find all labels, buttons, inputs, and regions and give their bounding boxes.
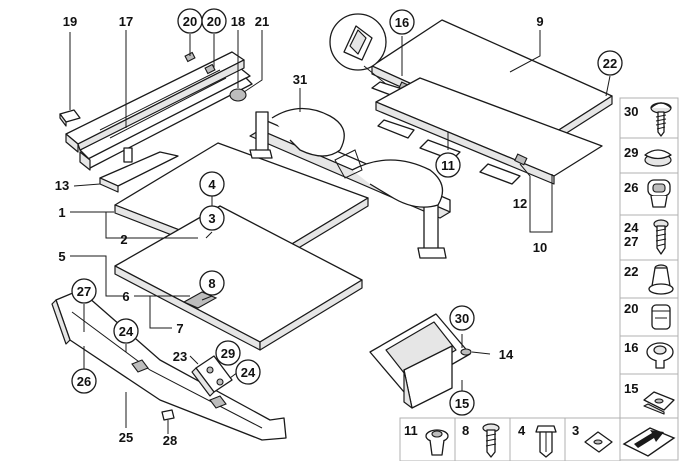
sidebar-label: 29 xyxy=(624,145,638,160)
callout-circles: 20 20 16 22 11 4 3 8 27 24 29 24 26 30 1… xyxy=(71,8,623,416)
callout-number: 27 xyxy=(77,284,91,299)
arrow-symbol-icon xyxy=(622,427,676,457)
cap-icon xyxy=(644,149,672,167)
callout-circle xyxy=(199,171,225,197)
clip-nut-icon xyxy=(643,391,675,415)
part-label: 18 xyxy=(231,14,245,29)
sidebar-label: 16 xyxy=(624,340,638,355)
part-label: 19 xyxy=(63,14,77,29)
sidebar-grid: 30 29 26 24 27 22 20 16 15 xyxy=(619,97,679,461)
part-label: 31 xyxy=(293,72,307,87)
strap-holder-31 xyxy=(249,107,451,259)
callout-number: 4 xyxy=(208,177,216,192)
leader-lines xyxy=(69,30,611,434)
part-label: 6 xyxy=(122,289,129,304)
grommet-icon xyxy=(648,264,674,295)
clip-nut-icon xyxy=(584,431,613,453)
screw-icon xyxy=(653,219,669,255)
callout-number: 8 xyxy=(208,276,215,291)
callout-number: 24 xyxy=(119,324,134,339)
detail-inset xyxy=(329,13,387,85)
part-label: 21 xyxy=(255,14,269,29)
bottom-label: 8 xyxy=(462,423,469,438)
bracket-23 xyxy=(191,355,233,397)
part-label: 25 xyxy=(119,430,133,445)
bottom-grid: 11 8 4 3 xyxy=(399,417,621,461)
part-label: 23 xyxy=(173,349,187,364)
part-label: 5 xyxy=(58,249,65,264)
sidebar-label: 27 xyxy=(624,234,638,249)
callout-number: 20 xyxy=(183,14,197,29)
bottom-label: 11 xyxy=(404,423,418,438)
storage-bin-14 xyxy=(369,313,472,409)
callout-number: 20 xyxy=(207,14,221,29)
grommet-icon xyxy=(425,429,449,456)
spreading-rivet-icon xyxy=(535,425,557,458)
callout-circle xyxy=(215,340,241,366)
callout-circle xyxy=(113,318,139,344)
sidebar-label: 22 xyxy=(624,264,638,279)
callout-number: 24 xyxy=(241,365,256,380)
callout-circle xyxy=(389,9,415,35)
callout-number: 29 xyxy=(221,346,235,361)
callout-number: 26 xyxy=(77,374,91,389)
plain-labels: 19 17 18 21 9 31 13 1 2 5 6 7 12 10 14 2… xyxy=(55,14,547,448)
plug-icon xyxy=(647,179,671,208)
part-label: 9 xyxy=(536,14,543,29)
part-label: 28 xyxy=(163,433,177,448)
screw-icon xyxy=(482,423,500,458)
cap-21 xyxy=(229,88,247,102)
bottom-label: 3 xyxy=(572,423,579,438)
callout-circle xyxy=(235,359,261,385)
callout-circle xyxy=(597,50,623,76)
floor-panel-lower xyxy=(114,205,363,351)
callout-circle xyxy=(449,390,475,416)
sidebar-cell xyxy=(619,214,679,261)
callout-circle xyxy=(71,368,97,394)
sill-cover-25 xyxy=(51,289,287,441)
clip-19 xyxy=(59,109,81,127)
push-nut-icon xyxy=(646,342,674,369)
callout-number: 30 xyxy=(455,311,469,326)
sidebar-label: 20 xyxy=(624,301,638,316)
callout-number: 3 xyxy=(208,211,215,226)
callout-number: 15 xyxy=(455,396,469,411)
callout-circle xyxy=(199,270,225,296)
part-label: 12 xyxy=(513,196,527,211)
callout-circle xyxy=(201,8,227,34)
mat-strip-13 xyxy=(99,151,179,193)
clip-28 xyxy=(161,409,175,421)
bottom-cell xyxy=(509,417,566,461)
part-label: 1 xyxy=(58,205,65,220)
clip-icon xyxy=(651,304,671,330)
part-label: 7 xyxy=(176,321,183,336)
sidebar-cell xyxy=(619,373,679,419)
part-label: 14 xyxy=(499,347,514,362)
bottom-label: 4 xyxy=(518,423,526,438)
shelf-10 xyxy=(375,77,603,185)
part-label: 2 xyxy=(120,232,127,247)
sidebar-label: 15 xyxy=(624,381,638,396)
sidebar-label: 24 xyxy=(624,220,639,235)
callout-circle xyxy=(71,278,97,304)
callout-number: 22 xyxy=(603,56,617,71)
sill-rail xyxy=(65,51,253,171)
callout-number: 11 xyxy=(441,158,455,173)
part-label: 10 xyxy=(533,240,547,255)
sidebar-label: 30 xyxy=(624,104,638,119)
part-label: 17 xyxy=(119,14,133,29)
callout-circle xyxy=(435,152,461,178)
part-label: 13 xyxy=(55,178,69,193)
sidebar-label: 26 xyxy=(624,180,638,195)
callout-number: 16 xyxy=(395,15,409,30)
callout-circle xyxy=(199,205,225,231)
callout-circle xyxy=(449,305,475,331)
screw-icon xyxy=(650,102,672,137)
